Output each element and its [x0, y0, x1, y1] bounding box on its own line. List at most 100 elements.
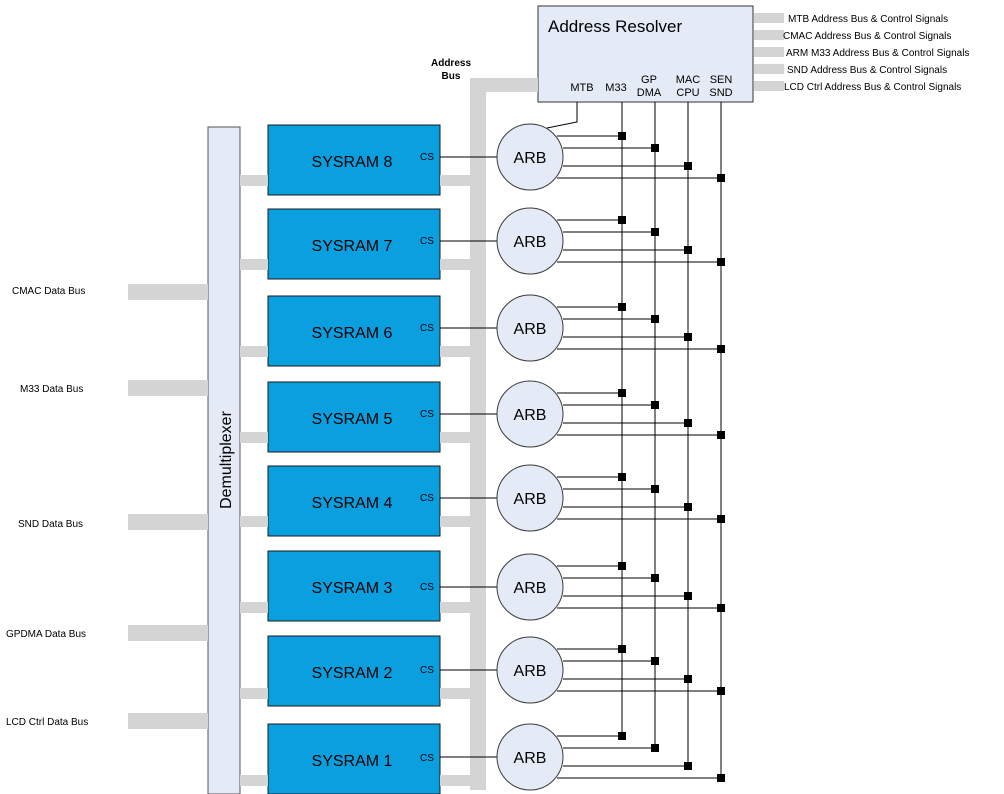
data-bus-label: GPDMA Data Bus: [6, 629, 86, 640]
junction-node: [651, 315, 659, 323]
arb-circle: [496, 294, 564, 362]
junction-node: [618, 303, 626, 311]
junction-node: [684, 162, 692, 170]
data-bus-label: SND Data Bus: [18, 519, 83, 530]
port-mac-label-line2: CPU: [676, 87, 699, 99]
sysram-label: SYSRAM 5: [312, 411, 393, 428]
address-bus-link: [440, 602, 470, 613]
cs-label: CS: [420, 409, 434, 420]
address-bus-label: LCD Ctrl Address Bus & Control Signals: [784, 82, 961, 93]
cs-label: CS: [420, 323, 434, 334]
sysram-4-row: SYSRAM 4 CS ARB: [240, 464, 725, 537]
sysram-block: [267, 381, 441, 453]
data-bus-link: [240, 688, 268, 699]
junction-node: [717, 515, 725, 523]
junction-node: [651, 744, 659, 752]
arb-label: ARB: [514, 491, 547, 508]
address-bus-link: [440, 346, 470, 357]
address-bus-label-line1: Address: [431, 58, 471, 69]
address-bus-link: [440, 775, 470, 786]
sysram-8-row: SYSRAM 8 CS ARB: [240, 123, 725, 196]
data-bus-bar: [128, 284, 208, 300]
address-resolver: Address Resolver MTB M33 GP DMA MAC CPU …: [537, 5, 754, 103]
sysram-7-row: SYSRAM 7 CS ARB: [240, 207, 725, 280]
junction-node: [651, 228, 659, 236]
sysram-1-row: SYSRAM 1 CS ARB: [240, 723, 725, 794]
address-bus-top-segment: [470, 78, 538, 92]
address-bus-stub: [754, 13, 784, 23]
address-bus-stub: [754, 30, 784, 40]
arb-label: ARB: [514, 321, 547, 338]
junction-node: [684, 246, 692, 254]
junction-node: [651, 144, 659, 152]
mtb-address-line: [546, 102, 578, 129]
sysram-6-row: SYSRAM 6 CS ARB: [240, 294, 725, 367]
address-bus: Address Bus: [431, 58, 538, 790]
sysram-label: SYSRAM 8: [312, 154, 393, 171]
junction-node: [684, 675, 692, 683]
junction-node: [618, 132, 626, 140]
port-gpdma-label-line2: DMA: [637, 87, 662, 99]
arb-circle: [496, 123, 564, 191]
data-bus-label: M33 Data Bus: [20, 384, 83, 395]
address-bus-trunk: [470, 78, 486, 790]
address-bus-link: [440, 688, 470, 699]
address-bus-label: SND Address Bus & Control Signals: [787, 65, 947, 76]
arb-label: ARB: [514, 663, 547, 680]
sysram-block: [267, 465, 441, 537]
junction-node: [684, 762, 692, 770]
data-bus-label: CMAC Data Bus: [12, 286, 85, 297]
arb-label: ARB: [514, 150, 547, 167]
cs-label: CS: [420, 665, 434, 676]
sysram-label: SYSRAM 2: [312, 665, 393, 682]
cs-label: CS: [420, 753, 434, 764]
address-bus-link: [440, 175, 470, 186]
address-bus-label-line2: Bus: [442, 71, 461, 82]
sysram-label: SYSRAM 7: [312, 238, 393, 255]
arb-label: ARB: [514, 234, 547, 251]
data-bus-list: CMAC Data Bus M33 Data Bus SND Data Bus …: [6, 284, 208, 729]
address-resolver-title: Address Resolver: [548, 17, 683, 36]
junction-node: [618, 216, 626, 224]
data-bus-label: LCD Ctrl Data Bus: [6, 717, 88, 728]
arb-circle: [496, 636, 564, 704]
sysram-block: [267, 635, 441, 707]
port-sen-label-line2: SND: [709, 87, 732, 99]
junction-node: [717, 258, 725, 266]
address-bus-stub: [754, 64, 784, 74]
resolver-port-lines: [546, 102, 722, 777]
address-bus-stub: [754, 81, 784, 91]
data-bus-link: [240, 602, 268, 613]
demultiplexer-label: Demultiplexer: [218, 410, 235, 508]
sysram-label: SYSRAM 6: [312, 325, 393, 342]
data-bus-link: [240, 516, 268, 527]
address-bus-link: [440, 432, 470, 443]
junction-node: [717, 687, 725, 695]
junction-node: [618, 473, 626, 481]
cs-label: CS: [420, 582, 434, 593]
demultiplexer-box: [207, 126, 241, 794]
cs-label: CS: [420, 152, 434, 163]
junction-node: [717, 345, 725, 353]
data-bus-bar: [128, 380, 208, 396]
sysram-block: [267, 295, 441, 367]
sysram-3-row: SYSRAM 3 CS ARB: [240, 550, 725, 622]
address-bus-stub: [754, 47, 784, 57]
arb-label: ARB: [514, 750, 547, 767]
address-bus-label: MTB Address Bus & Control Signals: [788, 14, 948, 25]
data-bus-link: [240, 432, 268, 443]
sysram-2-row: SYSRAM 2 CS ARB: [240, 635, 725, 707]
data-bus-bar: [128, 625, 208, 641]
junction-node: [651, 574, 659, 582]
cs-label: CS: [420, 236, 434, 247]
address-resolver-box: [537, 5, 754, 103]
port-mtb-label: MTB: [570, 82, 593, 94]
address-bus-label: ARM M33 Address Bus & Control Signals: [786, 48, 969, 59]
junction-node: [717, 431, 725, 439]
arb-label: ARB: [514, 407, 547, 424]
port-gpdma-label-line1: GP: [641, 74, 657, 86]
junction-node: [651, 401, 659, 409]
arb-circle: [496, 207, 564, 275]
port-mac-label-line1: MAC: [676, 74, 701, 86]
data-bus-link: [240, 346, 268, 357]
